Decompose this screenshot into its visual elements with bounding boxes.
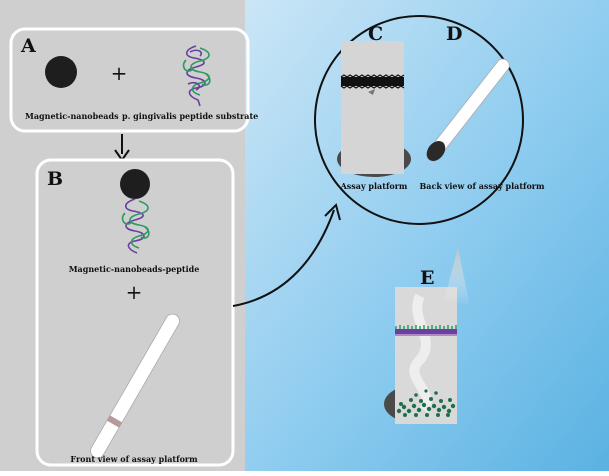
- label-peptide-substrate: p. gingivalis peptide substrate: [122, 111, 258, 121]
- captured-beads-e: [396, 389, 456, 417]
- panel-c-letter: C: [368, 23, 383, 45]
- panel-b: B Magnetic-nanobeads-peptide + Front vie…: [35, 158, 235, 467]
- peptide-band-shadow-e: [395, 334, 457, 336]
- assay-platform-c: [341, 41, 404, 174]
- magnetic-nanobead: [45, 56, 77, 88]
- panel-d-letter: D: [446, 23, 462, 45]
- magnetic-nanobead-conjugated: [120, 169, 150, 199]
- label-magnetic-nanobeads: Magnetic-nanobeads: [25, 111, 119, 121]
- arrow-b-to-circle: [232, 203, 341, 307]
- panel-e-letter: E: [420, 267, 434, 289]
- panel-b-frame: [35, 158, 235, 467]
- peptide-substrate-coil: [182, 45, 211, 107]
- panel-a-letter: A: [20, 35, 36, 57]
- label-back-view: Back view of assay platform: [420, 181, 545, 191]
- peptide-band: [106, 415, 123, 428]
- label-front-view: Front view of assay platform: [70, 454, 198, 464]
- bead-band-edge-c: [340, 74, 405, 89]
- label-nanobeads-peptide: Magnetic-nanobeads-peptide: [69, 264, 200, 274]
- label-assay-platform: Assay platform: [340, 181, 408, 191]
- assay-platform-front: [90, 313, 180, 459]
- peptide-bristles-e: [395, 325, 457, 329]
- zoom-circle-outline: [314, 15, 524, 225]
- plus-sign-a: +: [111, 61, 128, 85]
- left-background: [0, 0, 245, 471]
- plus-sign-b: +: [126, 280, 143, 304]
- panel-e: E: [384, 248, 470, 424]
- panel-b-letter: B: [47, 168, 63, 190]
- assay-platform-back: [426, 58, 510, 162]
- zoom-circle: C Assay platform D Back view of assay pl…: [314, 15, 545, 225]
- magnet-spot-d: [426, 141, 446, 161]
- flow-trail: [409, 293, 432, 413]
- bead-band-c: [341, 77, 404, 86]
- released-fragment-c: [368, 89, 375, 95]
- light-beam: [444, 248, 470, 306]
- panel-a: A + Magnetic-nanobeads p. gingivalis pep…: [9, 27, 258, 133]
- peptide-band-e: [395, 329, 457, 335]
- panel-a-frame: [9, 27, 250, 133]
- conjugated-peptide-coil: [121, 198, 150, 254]
